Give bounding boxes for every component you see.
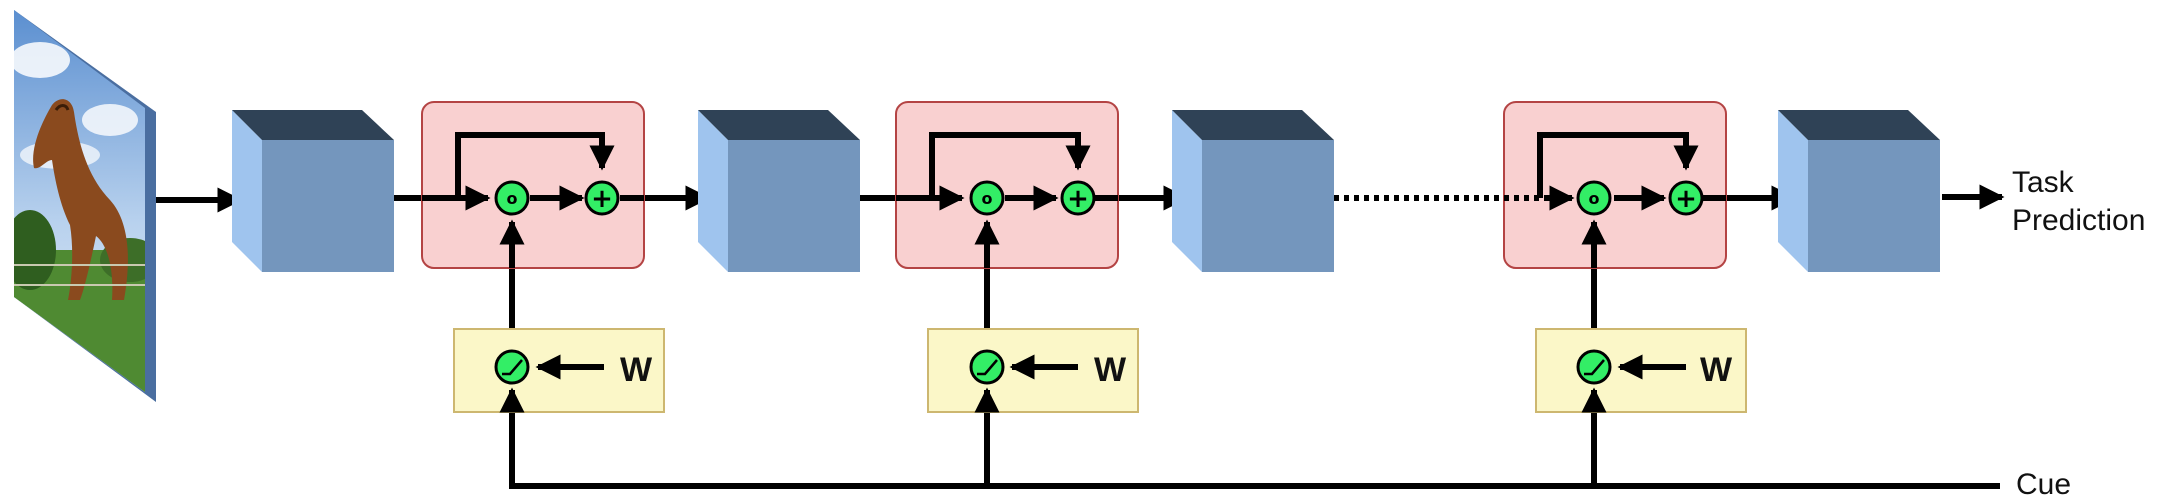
feature-cube-2 (698, 110, 860, 272)
modulation-block-1 (421, 101, 645, 269)
multiply-operator-2: o (969, 180, 1005, 216)
svg-text:W: W (1094, 351, 1127, 389)
svg-text:+: + (1067, 184, 1089, 214)
svg-text:+: + (1675, 184, 1697, 214)
weight-symbol-2: W (1094, 351, 1127, 389)
svg-text:W: W (620, 351, 653, 389)
horse-photo-icon (33, 99, 128, 300)
output-label-line2: Prediction (2012, 204, 2145, 237)
relu-icon (969, 349, 1005, 385)
svg-text:W: W (1700, 351, 1733, 389)
cue-label: Cue (2016, 468, 2071, 501)
add-operator-2: + (1060, 180, 1096, 216)
svg-text:+: + (591, 184, 613, 214)
internal-wires (422, 132, 1726, 268)
multiply-operator-3: o (1576, 180, 1612, 216)
output-label-line1: Task (2012, 166, 2075, 199)
relu-icon (1576, 349, 1612, 385)
svg-text:o: o (982, 189, 993, 208)
feature-cube-4 (1778, 110, 1940, 272)
feature-cube-1 (232, 110, 394, 272)
svg-text:o: o (507, 189, 518, 208)
relu-icon (494, 349, 530, 385)
add-operator-1: + (584, 180, 620, 216)
multiply-operator-1: o (494, 180, 530, 216)
add-operator-3: + (1668, 180, 1704, 216)
modulation-block-2 (895, 101, 1119, 269)
input-image (14, 10, 156, 402)
weight-symbol-3: W (1700, 351, 1733, 389)
svg-text:o: o (1589, 189, 1600, 208)
modulation-block-3 (1503, 101, 1727, 269)
weight-wires (499, 354, 1686, 413)
feature-cube-3 (1172, 110, 1334, 272)
weight-symbol-1: W (620, 351, 653, 389)
